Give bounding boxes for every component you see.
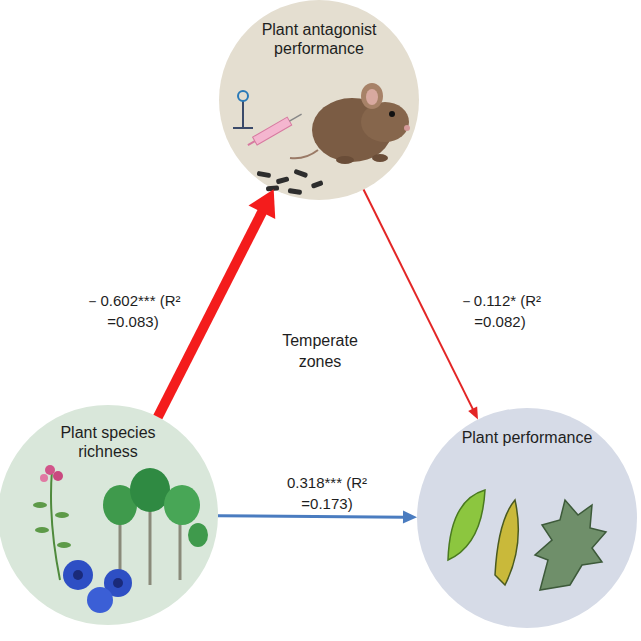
node-title: Plant species richness: [33, 423, 183, 461]
path-coefficient: 0.318*** (R² =0.173): [272, 472, 382, 514]
performance-circle: Plant performance: [417, 408, 637, 628]
node-title: Plant performance: [452, 428, 602, 447]
effect-arrow: [218, 511, 417, 524]
path-coefficient: －0.112* (R² =0.082): [445, 290, 555, 332]
node-title: Plant antagonist performance: [244, 20, 394, 58]
zone-label: Temperate zones: [265, 330, 375, 372]
antagonist-circle: Plant antagonist performance: [219, 0, 419, 200]
richness-circle: Plant species richness: [0, 405, 218, 625]
path-coefficient: －0.602*** (R² =0.083): [78, 290, 188, 332]
